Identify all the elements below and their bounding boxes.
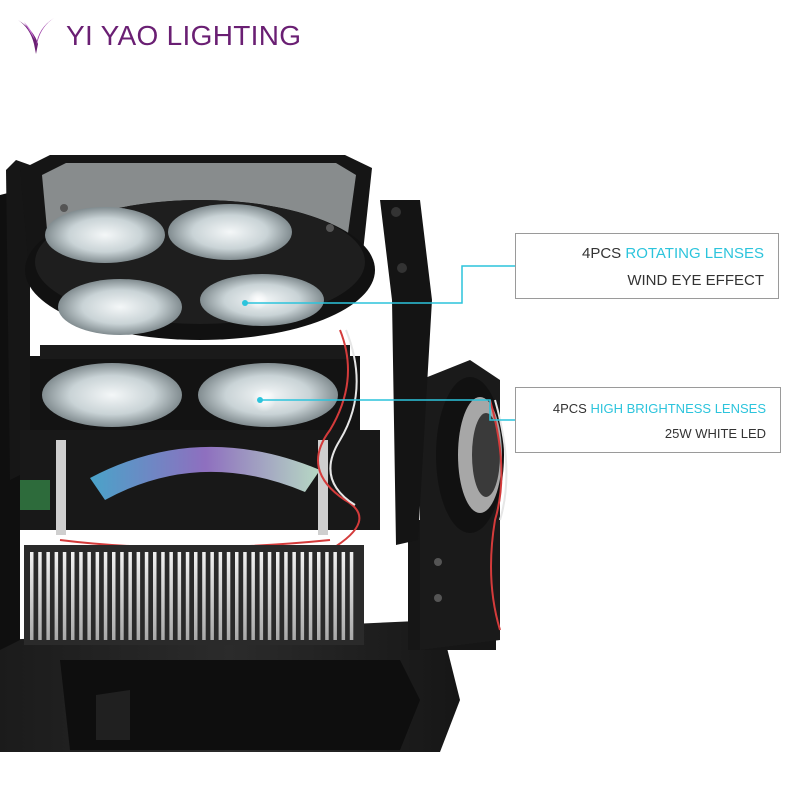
heatsink-fin [259, 552, 264, 640]
heatsink-fin [112, 552, 116, 640]
heatsink-fin [218, 552, 223, 640]
callout-title: 4PCS HIGH BRIGHTNESS LENSES [552, 401, 766, 416]
heatsink-fin [144, 552, 149, 640]
lens [58, 279, 182, 335]
rotating-lens-assembly [20, 155, 375, 340]
heatsink-fin [46, 552, 50, 640]
lens [42, 363, 182, 427]
lens [45, 207, 165, 263]
heatsink-fin [267, 552, 272, 640]
callout-high-brightness-lenses: 4PCS HIGH BRIGHTNESS LENSES 25W WHITE LE… [515, 387, 781, 453]
heatsink-fin [30, 552, 34, 640]
stylized-y-wing-logo-icon [18, 18, 54, 54]
heatsink-fin [62, 552, 67, 640]
leader-dot [257, 397, 263, 403]
brand-name: YI YAO LIGHTING [66, 20, 302, 51]
heatsink-fin [38, 552, 42, 640]
heatsink-fin [177, 552, 182, 640]
heatsink-fin [341, 552, 346, 640]
fixture-base [0, 620, 460, 752]
heatsink-fin [333, 552, 337, 640]
yoke-arm [408, 360, 504, 650]
heatsink-fin [194, 552, 198, 640]
heatsink-fin [169, 552, 173, 640]
heatsink-fin [292, 552, 296, 640]
heatsink-fin [226, 552, 231, 640]
heatsink [24, 545, 364, 645]
heatsink-fin [103, 552, 108, 640]
heatsink-fin [54, 552, 59, 640]
heatsink-fin [79, 552, 83, 640]
heatsink-fin [317, 552, 321, 640]
heatsink-fin [71, 552, 75, 640]
heatsink-fin [210, 552, 214, 640]
heatsink-fin [202, 552, 206, 640]
brand-header: YI YAO LIGHTING [14, 12, 301, 60]
heatsink-fin [87, 552, 91, 640]
fixture-frame [0, 160, 432, 650]
leader-line [245, 265, 515, 421]
callout-title: 4PCS ROTATING LENSES [582, 245, 764, 262]
callout-subtitle: 25W WHITE LED [664, 426, 766, 441]
lens [168, 204, 292, 260]
leader-dot [242, 300, 248, 306]
heatsink-fin [161, 552, 165, 640]
heatsink-fin [251, 552, 255, 640]
heatsink-fin [349, 552, 354, 640]
high-brightness-lens-plate [30, 345, 360, 436]
heatsink-fin [128, 552, 132, 640]
heatsink-fin [276, 552, 280, 640]
heatsink-fin [284, 552, 288, 640]
heatsink-fin [153, 552, 157, 640]
heatsink-fin [235, 552, 239, 640]
heatsink-fin [95, 552, 100, 640]
heatsink-fin [120, 552, 124, 640]
heatsink-fin [185, 552, 190, 640]
heatsink-fin [136, 552, 141, 640]
heatsink-fin [243, 552, 247, 640]
callout-rotating-lenses: 4PCS ROTATING LENSES WIND EYE EFFECT [515, 233, 779, 299]
callout-subtitle: WIND EYE EFFECT [627, 272, 764, 289]
heatsink-fin [300, 552, 305, 640]
heatsink-fin [308, 552, 313, 640]
heatsink-fin [325, 552, 329, 640]
